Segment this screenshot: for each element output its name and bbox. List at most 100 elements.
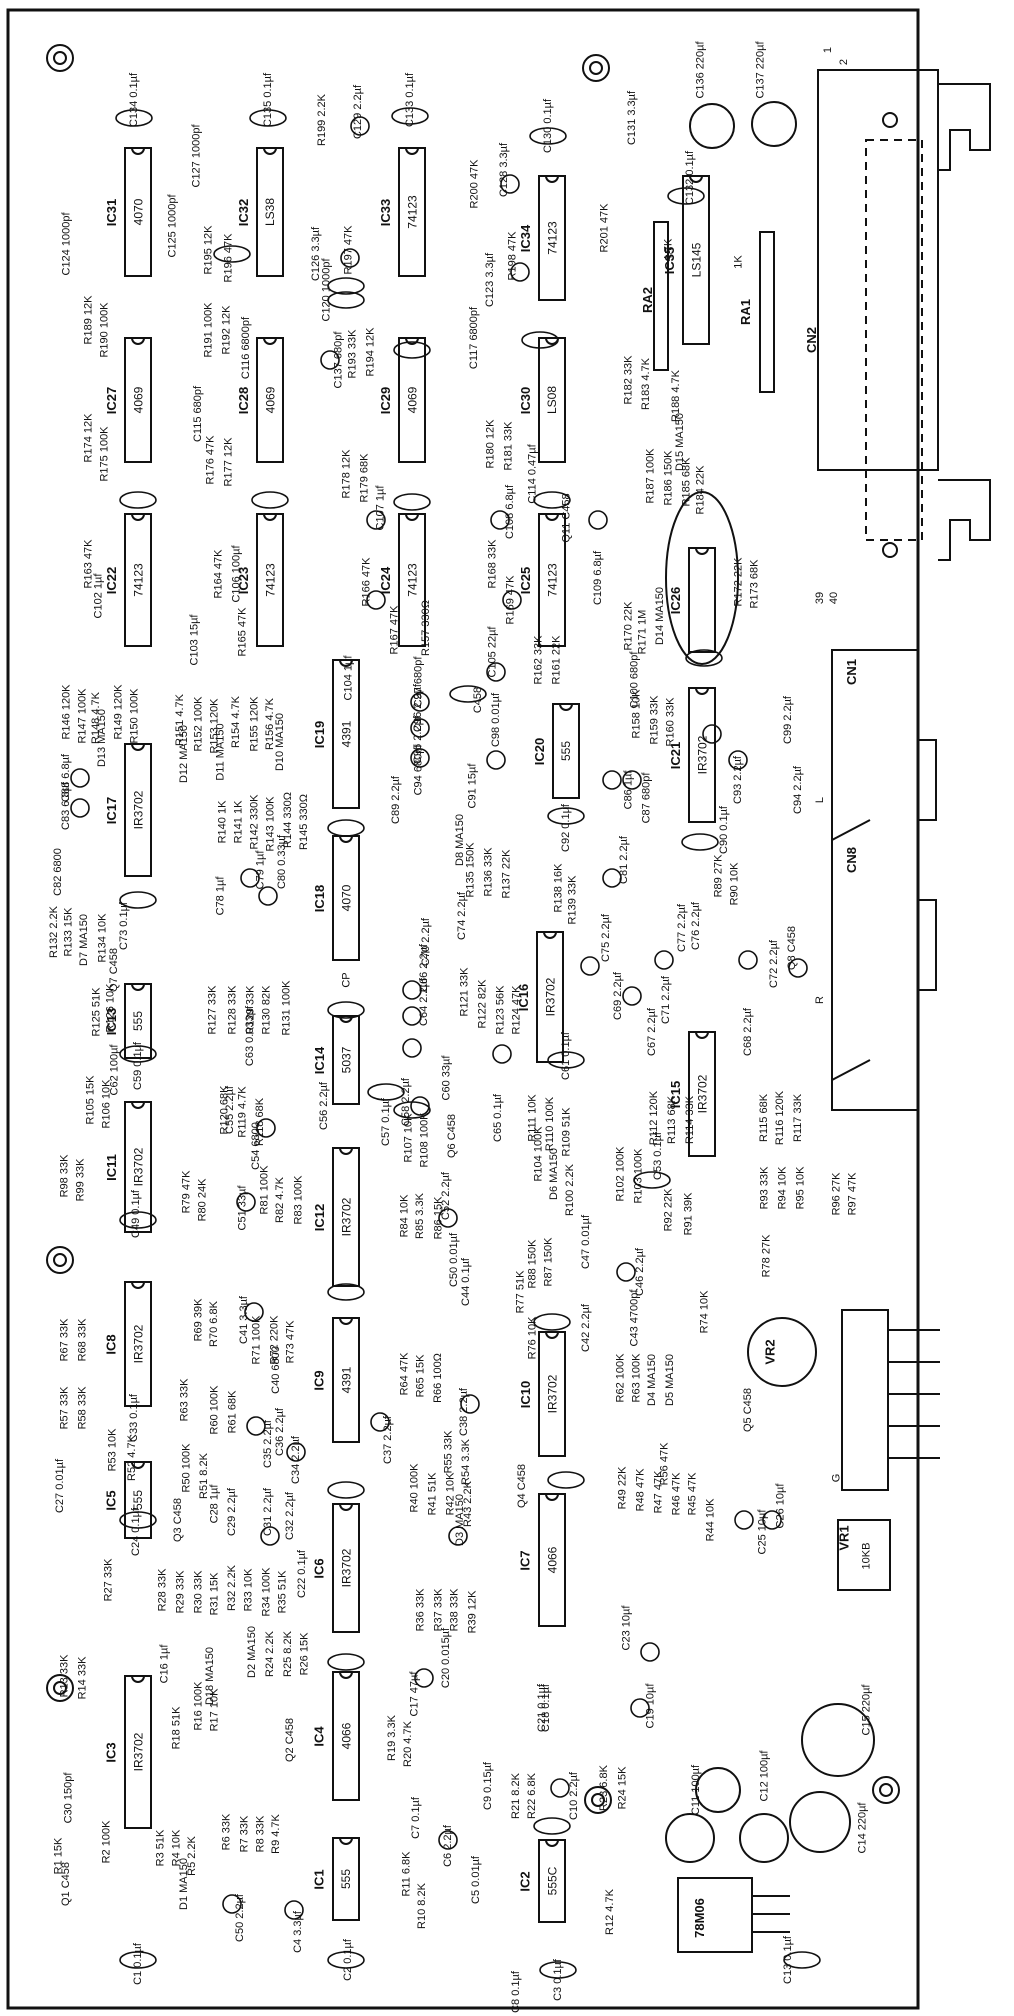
ic-body (552, 703, 580, 799)
ic-ref-ic4: IC4 (311, 1725, 327, 1747)
label-r69: R69 39K (191, 1298, 204, 1342)
label-r52: R52 4.7K (125, 1435, 138, 1481)
ic-part-ic19: 4391 (338, 720, 353, 748)
label-r13: R13 33K (57, 1654, 70, 1698)
label-r199: R199 2.2K (315, 94, 328, 146)
ic-ref-ic11: IC11 (103, 1153, 119, 1181)
label-c16: C16 1µf (157, 1644, 170, 1684)
ra-networks (653, 221, 775, 393)
ic-part-ic29: 4069 (404, 386, 419, 414)
ic-ref-ic30: IC30 (517, 386, 533, 414)
ra-value-ra1: 1K (732, 255, 745, 269)
label-r167: R167 47K (387, 605, 400, 655)
label-r100: R100 2.2K (563, 1164, 576, 1216)
label-r50: R50 100K (179, 1443, 192, 1493)
label-q11: Q11 C458 (560, 493, 573, 543)
label-r157: R157 330Ω (419, 600, 432, 656)
pin-g-label: G (829, 1473, 842, 1483)
label-c24: C24 0.1µf (129, 1508, 142, 1556)
label-r24: R24 2.2K (263, 1631, 276, 1677)
label-r196: R196 47K (221, 233, 234, 283)
vr2-pot (747, 1317, 817, 1387)
label-c30: C30 150pf (61, 1772, 74, 1824)
label-r108: R108 100K (418, 1112, 431, 1168)
label-r98: R98 33K (57, 1154, 70, 1198)
label-r8: R8 33K (253, 1815, 266, 1853)
label-r119: R119 4.7K (236, 1086, 249, 1138)
label-r99: R99 33K (73, 1158, 86, 1202)
label-r65: R65 15K (413, 1354, 426, 1398)
label-c3: C3 0.1µf (551, 1959, 564, 2001)
label-d1: D1 MA150 (177, 1858, 190, 1910)
label-c28: C28 1µf (207, 1484, 220, 1524)
ic-body (256, 337, 284, 463)
label-c109: C109 6.8µf (592, 550, 605, 606)
label-c72: C72 2.2µf (767, 940, 780, 988)
label-d5: D5 MA150 (663, 1354, 676, 1406)
label-r37: R37 33K (431, 1588, 444, 1632)
ic-body (256, 513, 284, 647)
label-c9: C9 0.15µf (481, 1762, 494, 1810)
label-r87: R87 150K (541, 1237, 554, 1287)
ic-ref-ic32: IC32 (235, 198, 251, 226)
label-r190: R190 100K (98, 302, 111, 358)
label-r195: R195 12K (201, 225, 214, 275)
label-r18: R18 51K (169, 1706, 182, 1750)
label-c20: C20 0.015µf (440, 1627, 453, 1689)
label-r170: R170 22K (621, 601, 634, 651)
label-c75: C75 2.2µf (599, 914, 612, 962)
label-c128: C128 3.3µf (498, 142, 511, 198)
label-r113: R113 68K (666, 1095, 679, 1145)
label-c129: C129 2.2µf (352, 84, 365, 140)
label-r136: R136 33K (481, 847, 494, 897)
label-r34: R34 100K (259, 1567, 272, 1617)
ic-part-ic13: 555 (131, 1010, 146, 1032)
label-c116: C116 6800pf (240, 316, 253, 380)
label-c71: C71 2.2µf (659, 976, 672, 1024)
label-r187: R187 100K (644, 448, 657, 504)
label-c32: C32 2.2µf (283, 1492, 296, 1540)
label-r63b: R63 100K (629, 1353, 642, 1403)
label-r109: R109 51K (559, 1107, 572, 1157)
label-c18: C18 0.1µf (539, 1684, 552, 1732)
label-c34: C34 2.2µf (289, 1436, 302, 1484)
label-c35: C35 2.2µf (261, 1420, 274, 1468)
ic-part-ic3: IR3702 (130, 1732, 145, 1772)
ic-ref-ic9: IC9 (311, 1369, 327, 1391)
label-r110: R110 100K (544, 1096, 557, 1152)
label-c49: C49 0.1µf (129, 1190, 142, 1238)
ic-body (124, 1101, 152, 1233)
cn1-label: CN1 (844, 658, 860, 686)
label-r29: R29 33K (173, 1570, 186, 1614)
label-r58: R58 33K (75, 1386, 88, 1430)
ic-body (538, 1331, 566, 1457)
label-r164: R164 47K (211, 549, 224, 599)
label-cp: CP (340, 972, 353, 988)
ic-part-ic10: IR3702 (544, 1374, 559, 1414)
label-r189: R189 12K (81, 295, 94, 345)
label-r155: R155 120K (248, 696, 261, 752)
label-r32: R32 2.2K (225, 1565, 238, 1611)
ic-part-ic8: IR3702 (130, 1324, 145, 1364)
ic-ref-ic2: IC2 (517, 1870, 533, 1892)
ic-body (332, 659, 360, 809)
label-r161: R161 22K (549, 635, 562, 685)
label-r45: R45 47K (685, 1472, 698, 1516)
label-c69: C69 2.2µf (611, 972, 624, 1020)
ic-body (332, 1671, 360, 1801)
label-r76: R76 10K (525, 1316, 538, 1360)
label-r198: R198 47K (505, 231, 518, 281)
label-r62: R62 100K (613, 1353, 626, 1403)
label-c125: C125 1000pf (166, 194, 178, 258)
label-r3: R3 51K (153, 1829, 166, 1867)
ic-body (398, 147, 426, 277)
label-c124: C124 1000pf (60, 212, 72, 276)
label-r115: R115 68K (758, 1093, 771, 1143)
pin-r-label: R (813, 996, 826, 1004)
ic-ref-ic19: IC19 (311, 720, 327, 748)
label-c127: C127 1000pf (190, 124, 202, 188)
label-r175: R175 100K (98, 426, 111, 482)
label-r160: R160 33K (663, 697, 676, 747)
ic-body (124, 983, 152, 1059)
